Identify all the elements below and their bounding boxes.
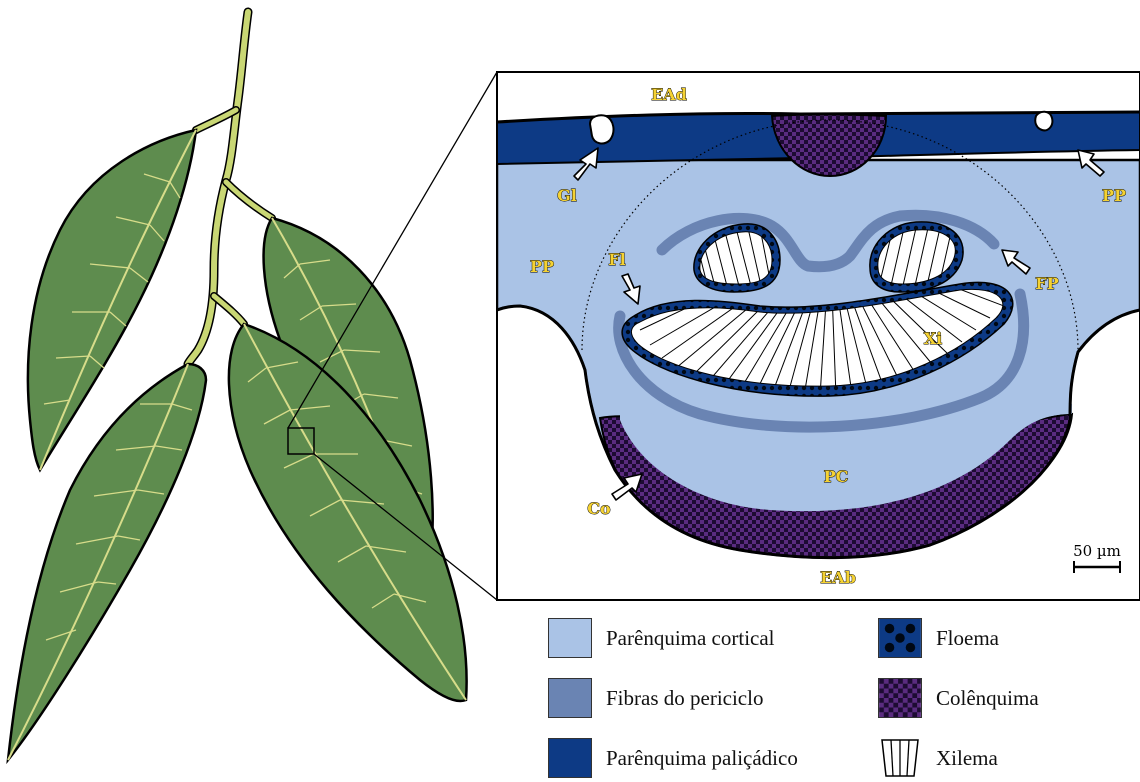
legend-item-phloem: Floema	[878, 618, 999, 658]
label-fp: FP	[1035, 274, 1058, 293]
legend-swatch-xylem	[878, 738, 922, 778]
legend-swatch-cortical	[548, 618, 592, 658]
legend-item-palisade: Parênquima paliçádico	[548, 738, 798, 778]
label-pp-left: PP	[530, 257, 554, 276]
label-pp-right: PP	[1102, 186, 1126, 205]
label-xi: Xi	[924, 329, 943, 348]
label-gl: Gl	[557, 186, 577, 205]
label-co: Co	[587, 499, 611, 518]
gland-right	[1035, 112, 1052, 131]
legend-item-xylem: Xilema	[878, 738, 998, 778]
legend-item-collenchyma: Colênquima	[878, 678, 1039, 718]
label-fl: Fl	[608, 250, 625, 269]
legend-item-cortical: Parênquima cortical	[548, 618, 775, 658]
label-pc: PC	[824, 467, 849, 486]
legend-label-cortical: Parênquima cortical	[606, 626, 775, 651]
stem	[188, 12, 248, 364]
label-eab: EAb	[820, 568, 856, 587]
label-ead: EAd	[651, 85, 687, 104]
legend-swatch-collenchyma	[878, 678, 922, 718]
legend: Parênquima cortical Fibras do periciclo …	[548, 618, 1108, 778]
legend-swatch-fibers	[548, 678, 592, 718]
legend-label-collenchyma: Colênquima	[936, 686, 1039, 711]
scale-bar-label: 50 µm	[1073, 542, 1121, 560]
legend-label-xylem: Xilema	[936, 746, 998, 771]
legend-label-fibers: Fibras do periciclo	[606, 686, 763, 711]
legend-swatch-palisade	[548, 738, 592, 778]
leaf-branch-illustration	[8, 12, 467, 760]
legend-item-fibers: Fibras do periciclo	[548, 678, 763, 718]
legend-label-palisade: Parênquima paliçádico	[606, 746, 798, 771]
gland-left	[590, 115, 613, 143]
legend-label-phloem: Floema	[936, 626, 999, 651]
legend-swatch-phloem	[878, 618, 922, 658]
